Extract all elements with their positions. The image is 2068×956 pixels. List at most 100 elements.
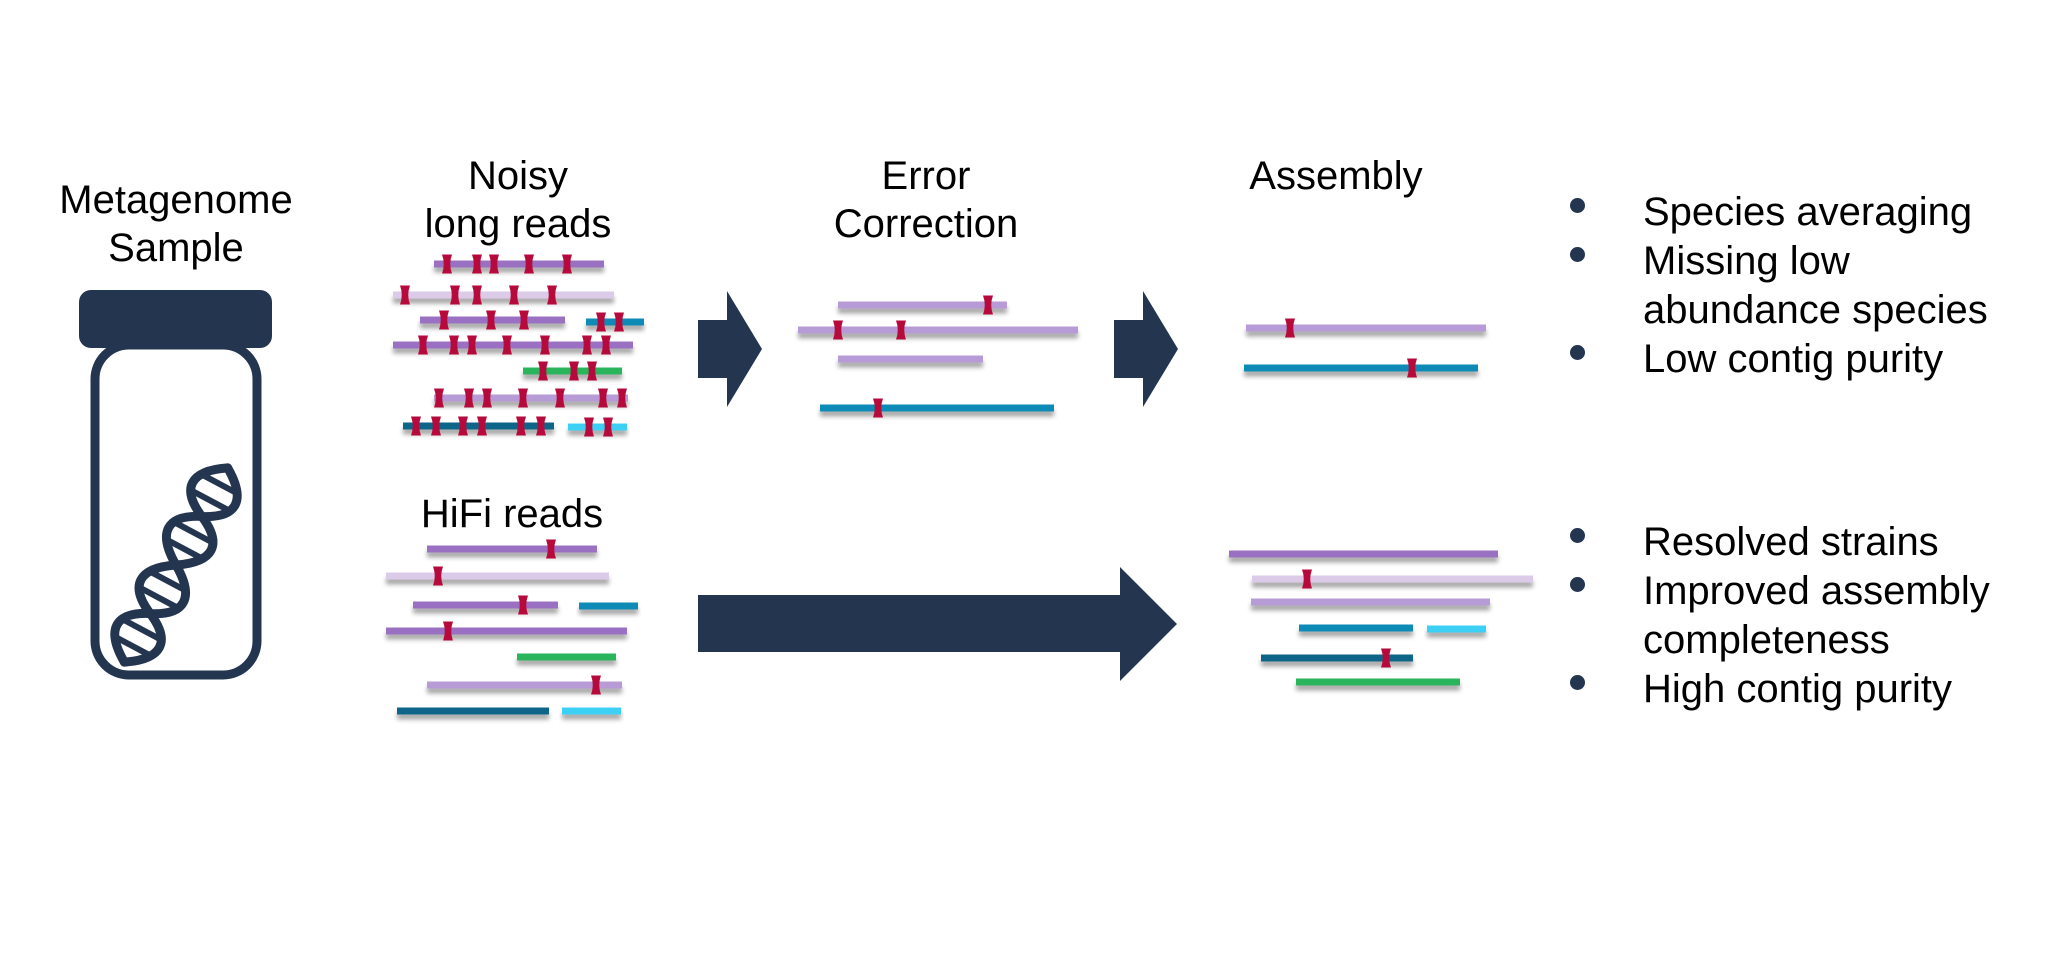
contig	[1299, 624, 1413, 632]
sequencing-error-marker-icon	[518, 595, 528, 615]
sequencing-error-marker-icon	[555, 388, 565, 408]
read-bar	[1229, 550, 1498, 558]
sequencing-error-marker-icon	[524, 254, 534, 274]
read	[413, 595, 558, 615]
read	[403, 416, 554, 436]
bullet-icon	[1570, 577, 1585, 592]
label-line: Error	[881, 154, 971, 198]
sequencing-error-marker-icon	[442, 254, 452, 274]
sequencing-error-marker-icon	[439, 310, 449, 330]
outcome-text: Species averaging	[1643, 190, 1973, 234]
sequencing-error-marker-icon	[603, 417, 613, 437]
sequencing-error-marker-icon	[896, 320, 906, 340]
sequencing-error-marker-icon	[582, 335, 592, 355]
sequencing-error-marker-icon	[519, 310, 529, 330]
sequencing-error-marker-icon	[569, 361, 579, 381]
read	[427, 539, 597, 559]
dna-helix-icon	[110, 463, 242, 667]
sequencing-error-marker-icon	[486, 310, 496, 330]
contig	[1296, 678, 1460, 686]
sequencing-error-marker-icon	[584, 417, 594, 437]
bullet-icon	[1570, 247, 1585, 262]
sequencing-error-marker-icon	[562, 254, 572, 274]
read-bar	[434, 394, 628, 402]
read	[386, 566, 609, 586]
panel-noisy-reads	[393, 254, 644, 437]
read-bar	[1427, 625, 1486, 633]
vial-body	[90, 340, 262, 680]
read	[523, 361, 622, 381]
contig	[1229, 550, 1498, 558]
read-bar	[568, 423, 627, 431]
sequencing-error-marker-icon	[601, 335, 611, 355]
read	[579, 602, 638, 610]
sequencing-error-marker-icon	[538, 361, 548, 381]
panel-noisy-assembly	[1244, 318, 1486, 378]
contig	[1427, 625, 1486, 633]
sequencing-error-marker-icon	[833, 320, 843, 340]
arrow-to-assembly	[1114, 291, 1178, 407]
read-bar	[579, 602, 638, 610]
sequencing-error-marker-icon	[502, 335, 512, 355]
sequencing-error-marker-icon	[1407, 358, 1417, 378]
read-bar	[413, 601, 558, 609]
read-bar	[1244, 364, 1478, 372]
sequencing-error-marker-icon	[509, 285, 519, 305]
read	[386, 621, 627, 641]
label-line: Metagenome	[59, 178, 293, 222]
outcome-item: High contig purity	[1565, 665, 1990, 714]
sequencing-error-marker-icon	[449, 335, 459, 355]
outcome-text: completeness	[1643, 618, 1890, 662]
outcome-item: Resolved strains	[1565, 518, 1990, 567]
sequencing-error-marker-icon	[617, 388, 627, 408]
outcome-text: Low contig purity	[1643, 337, 1944, 381]
arrow-to-error-correction	[698, 291, 762, 407]
bullet-icon	[1570, 528, 1585, 543]
sequencing-error-marker-icon	[873, 398, 883, 418]
read	[420, 310, 565, 330]
read	[838, 295, 1007, 315]
outcome-item: Improved assembly completeness	[1565, 567, 1990, 665]
read-bar	[1296, 678, 1460, 686]
label-noisy-long-reads: Noisy long reads	[425, 152, 612, 248]
label-error-correction: Error Correction	[834, 152, 1019, 248]
label-line: Noisy	[467, 154, 569, 198]
read-bar	[434, 260, 604, 268]
vial-dna-icon	[79, 290, 272, 680]
sequencing-error-marker-icon	[400, 285, 410, 305]
contig	[1246, 318, 1486, 338]
read	[434, 254, 604, 274]
sequencing-error-marker-icon	[434, 388, 444, 408]
read	[820, 398, 1054, 418]
read-bar	[1299, 624, 1413, 632]
read-bar	[517, 653, 616, 661]
read	[434, 388, 628, 408]
sequencing-error-marker-icon	[591, 675, 601, 695]
read	[397, 707, 549, 715]
sequencing-error-marker-icon	[983, 295, 993, 315]
sequencing-error-marker-icon	[458, 416, 468, 436]
read-bar	[838, 355, 983, 363]
sequencing-error-marker-icon	[540, 335, 550, 355]
sequencing-error-marker-icon	[464, 388, 474, 408]
sequencing-error-marker-icon	[516, 416, 526, 436]
read-bar	[562, 707, 621, 715]
outcome-text: Resolved strains	[1643, 520, 1939, 564]
sequencing-error-marker-icon	[411, 416, 421, 436]
sequencing-error-marker-icon	[433, 566, 443, 586]
read	[393, 335, 633, 355]
read-bar	[386, 627, 627, 635]
read-bar	[393, 291, 614, 299]
sequencing-error-marker-icon	[472, 254, 482, 274]
sequencing-error-marker-icon	[598, 388, 608, 408]
bullet-icon	[1570, 198, 1585, 213]
read-bar	[820, 404, 1054, 412]
sequencing-error-marker-icon	[1285, 318, 1295, 338]
bullet-icon	[1570, 675, 1585, 690]
sequencing-error-marker-icon	[614, 312, 624, 332]
outcome-text: abundance species	[1643, 288, 1988, 332]
read	[517, 653, 616, 661]
sequencing-error-marker-icon	[489, 254, 499, 274]
read	[562, 707, 621, 715]
label-line: Sample	[108, 226, 244, 270]
